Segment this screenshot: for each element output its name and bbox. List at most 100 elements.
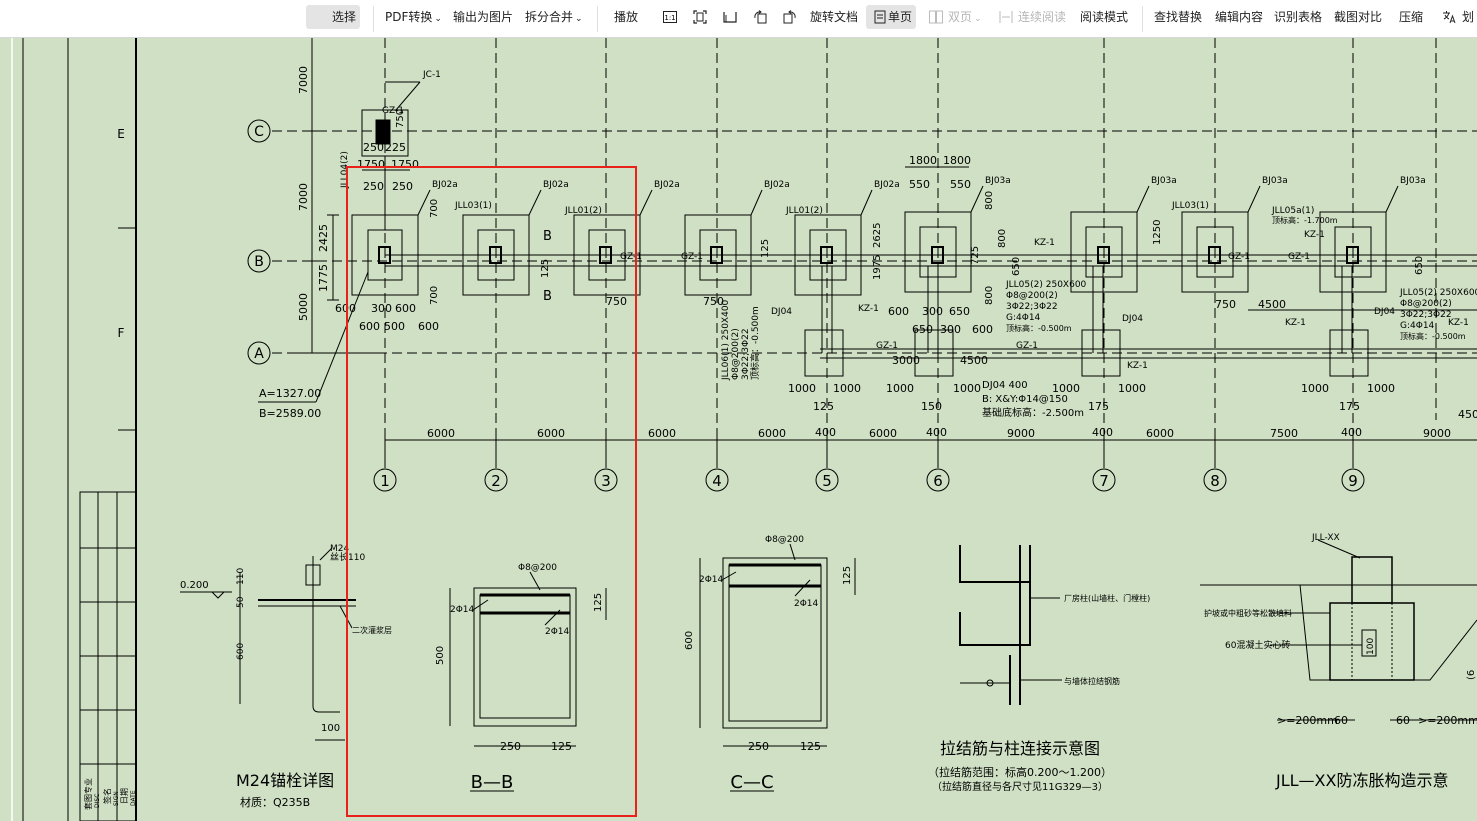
dim-text: 125 (813, 400, 834, 413)
detail-title: JLL—XX防冻胀构造示意 (1275, 771, 1448, 790)
beam-note: G:4Φ14 (1006, 313, 1041, 323)
fit-page-icon[interactable] (692, 9, 708, 25)
column-label: GZ-1 (1228, 252, 1250, 262)
translate-button[interactable]: 划 (1462, 10, 1475, 24)
screenshot-compare-button[interactable]: 截图对比 (1334, 10, 1383, 24)
dim-text: (6 (1466, 670, 1477, 680)
dim-text: 1000 (833, 382, 861, 395)
fit-width-icon[interactable] (722, 9, 738, 25)
rotate-document-button[interactable]: 旋转文档 (810, 10, 859, 24)
select-button[interactable]: 选择 (306, 5, 361, 29)
title-block-text: 签名 (102, 788, 112, 804)
axis-label-a: A (254, 346, 264, 362)
label-jc1: JC-1 (422, 70, 441, 80)
column-label: KZ-1 (1448, 318, 1469, 328)
span-dim: 6000 (427, 427, 455, 440)
dim-text: 1775 (317, 264, 330, 292)
title-block-text: DISC (94, 794, 101, 808)
zone-label: E (117, 127, 125, 141)
dim-text: 700 (429, 286, 440, 305)
title-block-text: DATE (130, 790, 137, 806)
drawing-canvas[interactable]: E F 套图专业 DISC 签名 SIGN 日期 DATE C (0, 38, 1477, 821)
dim-text: 250 (500, 740, 521, 753)
frost-heave-detail (1200, 539, 1477, 721)
actual-size-icon[interactable]: 1:1 (662, 9, 678, 25)
selection-rectangle[interactable] (346, 166, 637, 817)
drawing-page: E F 套图专业 DISC 签名 SIGN 日期 DATE C (11, 38, 1477, 821)
dim-text: 400 (1092, 426, 1113, 439)
span-dim: 9000 (1423, 427, 1451, 440)
dim-text: 7000 (297, 66, 310, 94)
foundation-note: B: X&Y:Φ14@150 (982, 394, 1068, 405)
beam-note: G:4Φ14 (1400, 321, 1435, 331)
beam-note: 3Φ22;3Φ22 (1006, 302, 1058, 312)
detail-note: （拉结筋范围：标高0.200～1.200） (928, 765, 1112, 779)
dim-text: 150 (921, 400, 942, 413)
dim-text: 600 (359, 320, 380, 333)
tie-label: 与墙体拉结钢筋 (1064, 676, 1120, 686)
title-block-text: 套图专业 (83, 778, 93, 810)
single-page-label: 单页 (888, 10, 913, 24)
axis-label-4: 4 (712, 472, 722, 490)
beam-label: JLL01(2) (564, 206, 602, 216)
dim-text: 125 (551, 740, 572, 753)
continuous-reading-button[interactable]: 连续阅读 (1018, 10, 1067, 24)
dim-text: 250 (392, 180, 413, 193)
dim-text: 550 (909, 178, 930, 191)
dim-text: 725 (970, 246, 981, 265)
grout-label: 二次灌浆层 (352, 625, 392, 635)
rotate-right-icon[interactable] (782, 9, 798, 25)
axis-label-9: 9 (1348, 472, 1358, 490)
dim-text: 1750 (391, 158, 419, 171)
detail-subtitle: 材质：Q235B (240, 795, 310, 809)
span-dim: 9000 (1007, 427, 1035, 440)
column-label: GZ-1 (876, 341, 898, 351)
rotate-left-icon[interactable] (752, 9, 768, 25)
foundation-label: BJ02a (543, 180, 569, 190)
find-replace-button[interactable]: 查找替换 (1154, 10, 1203, 24)
title-block-text: 日期 (120, 788, 129, 804)
split-merge-button[interactable]: 拆分合并⌄ (525, 5, 583, 29)
select-label: 选择 (332, 10, 357, 24)
detail-title: 拉结筋与柱连接示意图 (940, 739, 1100, 758)
dim-text: 175 (1339, 400, 1360, 413)
dim-text: 4500 (960, 354, 988, 367)
beam-note: Φ8@200(2) (731, 328, 741, 380)
section-bb (449, 571, 607, 747)
dim-text: 300 (940, 323, 961, 336)
axis-label-6: 6 (933, 472, 943, 490)
chevron-down-icon: ⌄ (974, 14, 982, 24)
title-block-text: SIGN (113, 791, 120, 806)
compress-button[interactable]: 压缩 (1399, 10, 1424, 24)
dim-text: 700 (429, 199, 440, 218)
dim-text: 1800 (943, 154, 971, 167)
dim-text: 400 (926, 426, 947, 439)
dim-text: 600 (236, 643, 246, 660)
single-page-icon (874, 10, 886, 24)
dim-text: 650 (1011, 257, 1022, 276)
dim-text: 250 (748, 740, 769, 753)
dim-text: >=200mm (1418, 714, 1477, 727)
beam-note: Φ8@200(2) (1006, 291, 1058, 301)
beam-label: JLL03(1) (1171, 201, 1209, 211)
foundation-label: BJ02a (764, 180, 790, 190)
dim-text: 3000 (892, 354, 920, 367)
axis-label-b: B (254, 254, 264, 270)
play-button[interactable]: 播放 (614, 10, 639, 24)
frost-note: 60混凝土实心砖 (1225, 639, 1290, 651)
reading-mode-button[interactable]: 阅读模式 (1080, 10, 1129, 24)
foundation-label: BJ02a (432, 180, 458, 190)
zone-label: F (118, 326, 125, 340)
export-image-button[interactable]: 输出为图片 (453, 10, 514, 24)
dim-text: 250 (363, 141, 384, 154)
dim-text: 125 (760, 239, 771, 258)
recognize-table-button[interactable]: 识别表格 (1274, 10, 1323, 24)
title-block (79, 491, 137, 821)
dim-text: 125 (800, 740, 821, 753)
column-jc1 (361, 81, 421, 230)
single-page-button[interactable]: 单页 (866, 5, 917, 29)
dim-text: 400 (1341, 426, 1362, 439)
edit-content-button[interactable]: 编辑内容 (1215, 10, 1264, 24)
pdf-convert-button[interactable]: PDF转换⌄ (385, 5, 442, 29)
double-page-button[interactable]: 双页⌄ (948, 5, 982, 29)
